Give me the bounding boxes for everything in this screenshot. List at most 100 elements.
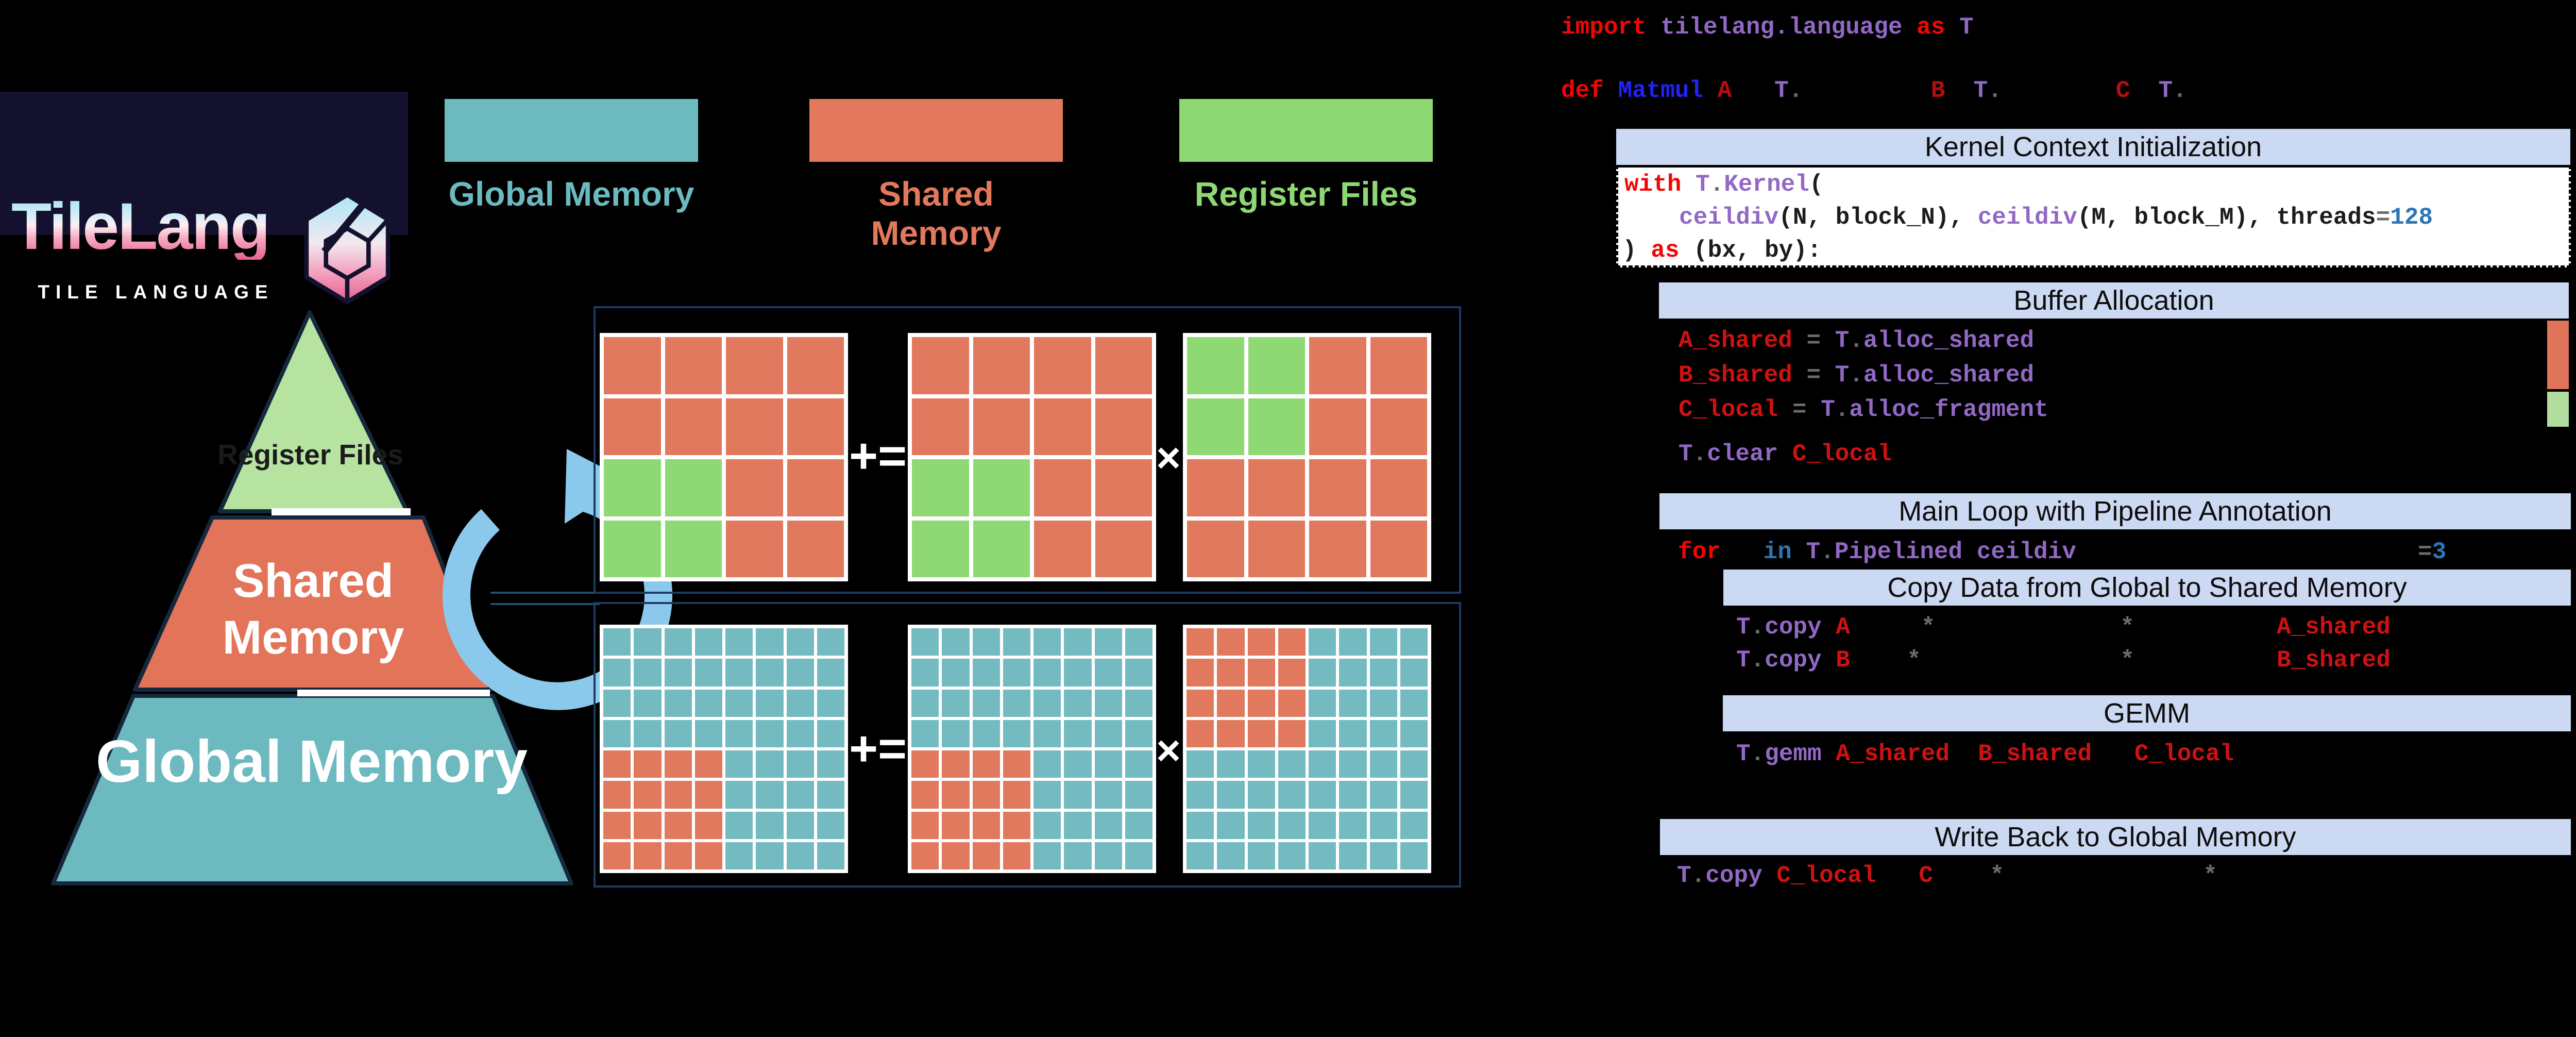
matrix-cell <box>694 720 722 747</box>
legend-item-global: Global Memory <box>445 99 698 213</box>
code-token: = <box>1806 362 1821 389</box>
code-token <box>1778 441 1792 467</box>
matrix-cell <box>725 628 753 656</box>
matrix-cell <box>1339 781 1367 809</box>
code-token: B_shared <box>1978 741 2092 767</box>
matrix-cell <box>694 628 722 656</box>
matrix-cell <box>1125 811 1153 839</box>
matrix-cell <box>972 720 1000 747</box>
matrix-cell <box>1094 659 1122 687</box>
matrix-cell <box>786 811 814 839</box>
matrix-cell <box>1400 781 1428 809</box>
code-token: . <box>1750 647 1765 674</box>
matrix-cell <box>817 659 844 687</box>
matrix-cell <box>665 520 722 577</box>
matrix-cell <box>634 689 662 717</box>
matrix-cell <box>1095 520 1152 577</box>
matrix-cell <box>1033 750 1061 778</box>
matrix-cell <box>786 750 814 778</box>
code-token <box>1821 327 1835 354</box>
matrix-cell <box>972 842 1000 869</box>
matrix-cell <box>1370 398 1427 455</box>
matrix-cell <box>786 781 814 809</box>
code-with-kernel-line: with T.Kernel( <box>1624 171 1824 198</box>
code-token: = <box>2376 204 2391 231</box>
matrix-cell <box>1309 520 1366 577</box>
section-header-buffer-allocation: Buffer Allocation <box>1659 282 2569 319</box>
matrix-cell <box>756 781 784 809</box>
code-token: . <box>1691 862 1706 889</box>
matrix-cell <box>786 842 814 869</box>
shared-memory-indicator-bar <box>2547 321 2569 389</box>
matrix-cell <box>1094 720 1122 747</box>
matrix-cell <box>911 659 939 687</box>
matrix-cell <box>786 659 814 687</box>
code-token: B_shared <box>1679 362 1792 389</box>
matrix-cell <box>942 689 970 717</box>
code-token <box>1792 539 1806 565</box>
code-alloc-b-shared: B_shared = T.alloc_shared <box>1679 363 2034 388</box>
code-token <box>1850 614 1921 641</box>
matrix-cell <box>1339 750 1367 778</box>
matrix-cell <box>664 781 692 809</box>
code-token: in <box>1763 539 1792 565</box>
register-indicator-bar <box>2547 392 2569 427</box>
section-header-copy-global-to-shared: Copy Data from Global to Shared Memory <box>1723 570 2571 606</box>
matrix-cell <box>1064 781 1092 809</box>
matrix-cell <box>1278 689 1306 717</box>
matrix-cell <box>1339 689 1367 717</box>
matrix-cell <box>1034 398 1091 455</box>
matrix-cell <box>911 750 939 778</box>
pyramid-label-register-files: Register Files <box>217 439 403 471</box>
code-token: = <box>1792 396 1807 423</box>
matrix-cell <box>603 842 631 869</box>
code-token: B_shared <box>2277 647 2391 674</box>
code-token: ( <box>1809 171 1824 198</box>
matrix-cell <box>911 811 939 839</box>
matrix-cell <box>1094 811 1122 839</box>
matrix-cell <box>1033 842 1061 869</box>
matrix-cell <box>1034 520 1091 577</box>
matrix-cell <box>912 337 969 394</box>
code-token: C_local <box>2134 741 2234 767</box>
matrix-cell <box>1370 337 1427 394</box>
matrix-cell <box>756 628 784 656</box>
tilelang-cube-icon <box>304 193 391 304</box>
matrix-cell <box>1003 628 1030 656</box>
code-token: alloc_fragment <box>1849 396 2048 423</box>
code-token <box>1950 741 1978 767</box>
matrix-cell <box>726 398 783 455</box>
code-token <box>1792 362 1807 389</box>
matrix-cell <box>1309 337 1366 394</box>
matrix-cell <box>1187 811 1214 839</box>
matrix-cell <box>787 520 844 577</box>
code-token <box>2130 77 2158 104</box>
matrix-cell <box>972 628 1000 656</box>
code-token: T <box>1736 741 1751 767</box>
matrix-cell <box>725 659 753 687</box>
register-tile-box <box>594 306 1461 594</box>
code-token: . <box>1849 362 1863 389</box>
matrix-cell <box>912 398 969 455</box>
code-token: T <box>1821 396 1835 423</box>
code-token: clear <box>1707 441 1778 467</box>
matrix-cell <box>972 659 1000 687</box>
matrix-cell <box>973 459 1030 516</box>
code-token: . <box>1849 327 1863 354</box>
section-header-kernel-context: Kernel Context Initialization <box>1616 129 2570 165</box>
matrix-cell <box>604 459 661 516</box>
code-token <box>1945 77 1973 104</box>
code-token <box>1933 862 1990 889</box>
code-token <box>2002 77 2116 104</box>
operator-accumulate: += <box>849 428 907 483</box>
matrix-cell <box>1247 720 1275 747</box>
matrix-cell <box>634 720 662 747</box>
matrix-cell <box>1187 628 1214 656</box>
code-token <box>2004 862 2203 889</box>
code-kernel-as-line: ) as (bx, by): <box>1622 238 1821 263</box>
matrix-b-register <box>1183 333 1431 581</box>
matrix-cell <box>634 750 662 778</box>
matrix-cell <box>603 811 631 839</box>
code-token <box>1822 614 1836 641</box>
matrix-cell <box>1034 459 1091 516</box>
